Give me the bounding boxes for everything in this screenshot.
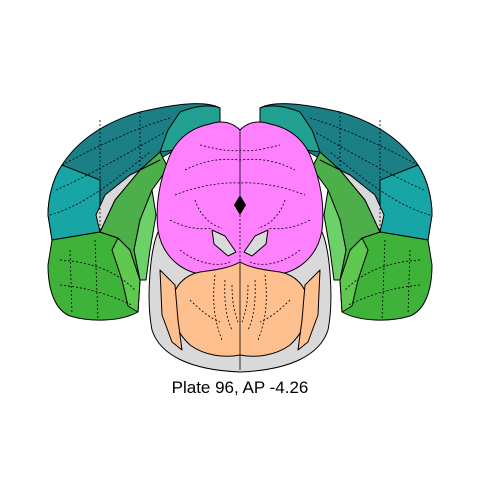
ventricle-central-right (243, 229, 269, 257)
ventricle-right (319, 159, 385, 233)
cortex-right-lateral (379, 164, 433, 241)
plate-caption: Plate 96, AP -4.26 (171, 378, 309, 397)
ventricle-central-left (211, 229, 237, 257)
hindbrain-lateral-right (297, 269, 321, 351)
ventricle-left (95, 159, 161, 233)
cortex-left (47, 103, 221, 321)
hippocampus-right-light (323, 189, 347, 281)
hindbrain-lateral-left (159, 269, 183, 351)
cortex-left-lateral (47, 164, 101, 241)
aqueduct (234, 195, 246, 215)
hindbrain-subdivisions (189, 274, 291, 341)
hippocampus-left-light (133, 189, 157, 281)
cortex-right (259, 103, 433, 321)
